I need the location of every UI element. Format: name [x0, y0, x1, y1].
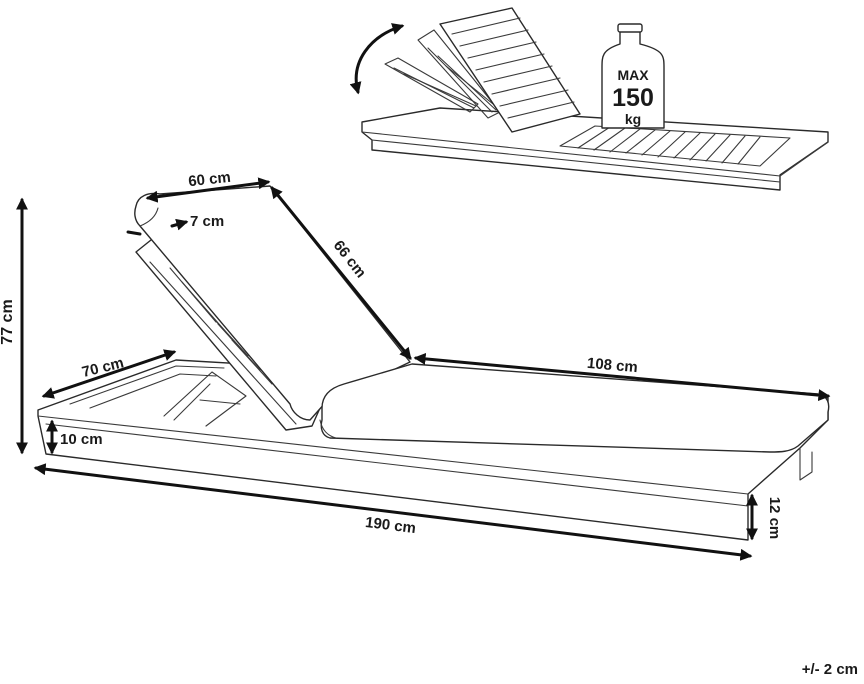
bed-slats	[559, 125, 791, 167]
seat-cushion	[320, 363, 830, 453]
label-cushion-thickness: 7 cm	[190, 213, 224, 230]
backrest-high	[439, 7, 581, 133]
label-height: 77 cm	[0, 299, 16, 344]
weight-max-text: MAX	[617, 67, 649, 83]
label-frame-height: 12 cm	[766, 497, 783, 540]
lounger-main-drawing	[37, 185, 830, 541]
max-weight-badge: MAX 150 kg	[601, 23, 665, 129]
adjustable-lounger-illustration	[349, 7, 829, 191]
backrest-low	[384, 57, 479, 113]
label-seat-length: 108 cm	[586, 355, 638, 376]
arrow-cushion-thickness-tail	[126, 230, 142, 236]
tolerance-note: +/- 2 cm	[801, 661, 858, 678]
dimension-arrows	[15, 177, 831, 561]
label-total-length: 190 cm	[364, 514, 417, 537]
label-backrest-width: 60 cm	[187, 169, 231, 190]
arrow-backrest-length	[270, 186, 412, 360]
weight-value-text: 150	[612, 84, 654, 112]
label-leg-height: 10 cm	[60, 431, 103, 448]
weight-unit-text: kg	[625, 111, 641, 127]
weight-icon	[601, 29, 665, 129]
arrow-backrest-width	[145, 177, 271, 203]
arrow-width	[41, 349, 177, 399]
rotation-arrow	[349, 23, 405, 95]
arrow-seat-length	[413, 352, 831, 402]
arrow-cushion-thickness	[170, 218, 189, 231]
arrow-total-length	[33, 463, 753, 561]
